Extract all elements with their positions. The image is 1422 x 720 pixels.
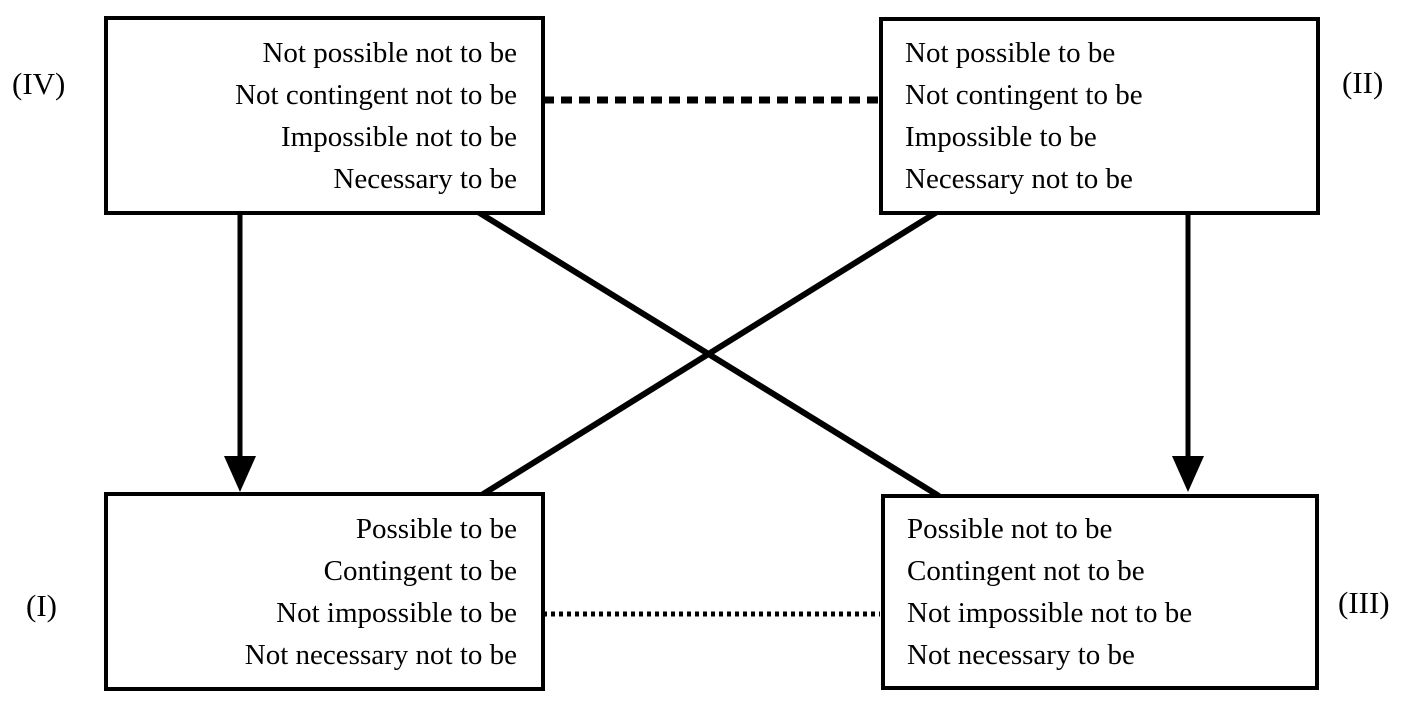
proposition: Not possible not to be	[262, 36, 517, 69]
box-iv: Not possible not to be Not contingent no…	[104, 16, 545, 215]
proposition: Possible not to be	[907, 513, 1113, 545]
box-iii: Possible not to be Contingent not to be …	[881, 494, 1319, 690]
proposition: Not possible to be	[905, 37, 1116, 69]
box-ii: Not possible to be Not contingent to be …	[879, 17, 1320, 215]
proposition: Contingent to be	[323, 554, 517, 587]
proposition: Not necessary not to be	[244, 638, 517, 671]
proposition: Contingent not to be	[907, 555, 1145, 587]
down-arrowhead-icon-right	[1172, 456, 1204, 492]
label-i: (I)	[26, 588, 57, 623]
box-i: Possible to be Contingent to be Not impo…	[104, 492, 545, 691]
proposition: Possible to be	[355, 512, 517, 545]
down-arrowhead-icon-left	[224, 456, 256, 492]
label-iii: (III)	[1338, 585, 1390, 620]
proposition: Not necessary to be	[907, 639, 1135, 671]
proposition: Not contingent not to be	[235, 78, 517, 111]
label-iv: (IV)	[12, 66, 66, 101]
proposition: Impossible to be	[905, 121, 1097, 153]
proposition: Not impossible not to be	[907, 597, 1193, 629]
diagonal-connector-ii-i	[478, 209, 939, 499]
proposition: Necessary not to be	[905, 163, 1133, 195]
label-ii: (II)	[1342, 65, 1384, 100]
proposition: Impossible not to be	[280, 120, 517, 153]
proposition: Necessary to be	[333, 162, 517, 195]
proposition: Not impossible to be	[276, 596, 517, 629]
proposition: Not contingent to be	[905, 79, 1143, 111]
